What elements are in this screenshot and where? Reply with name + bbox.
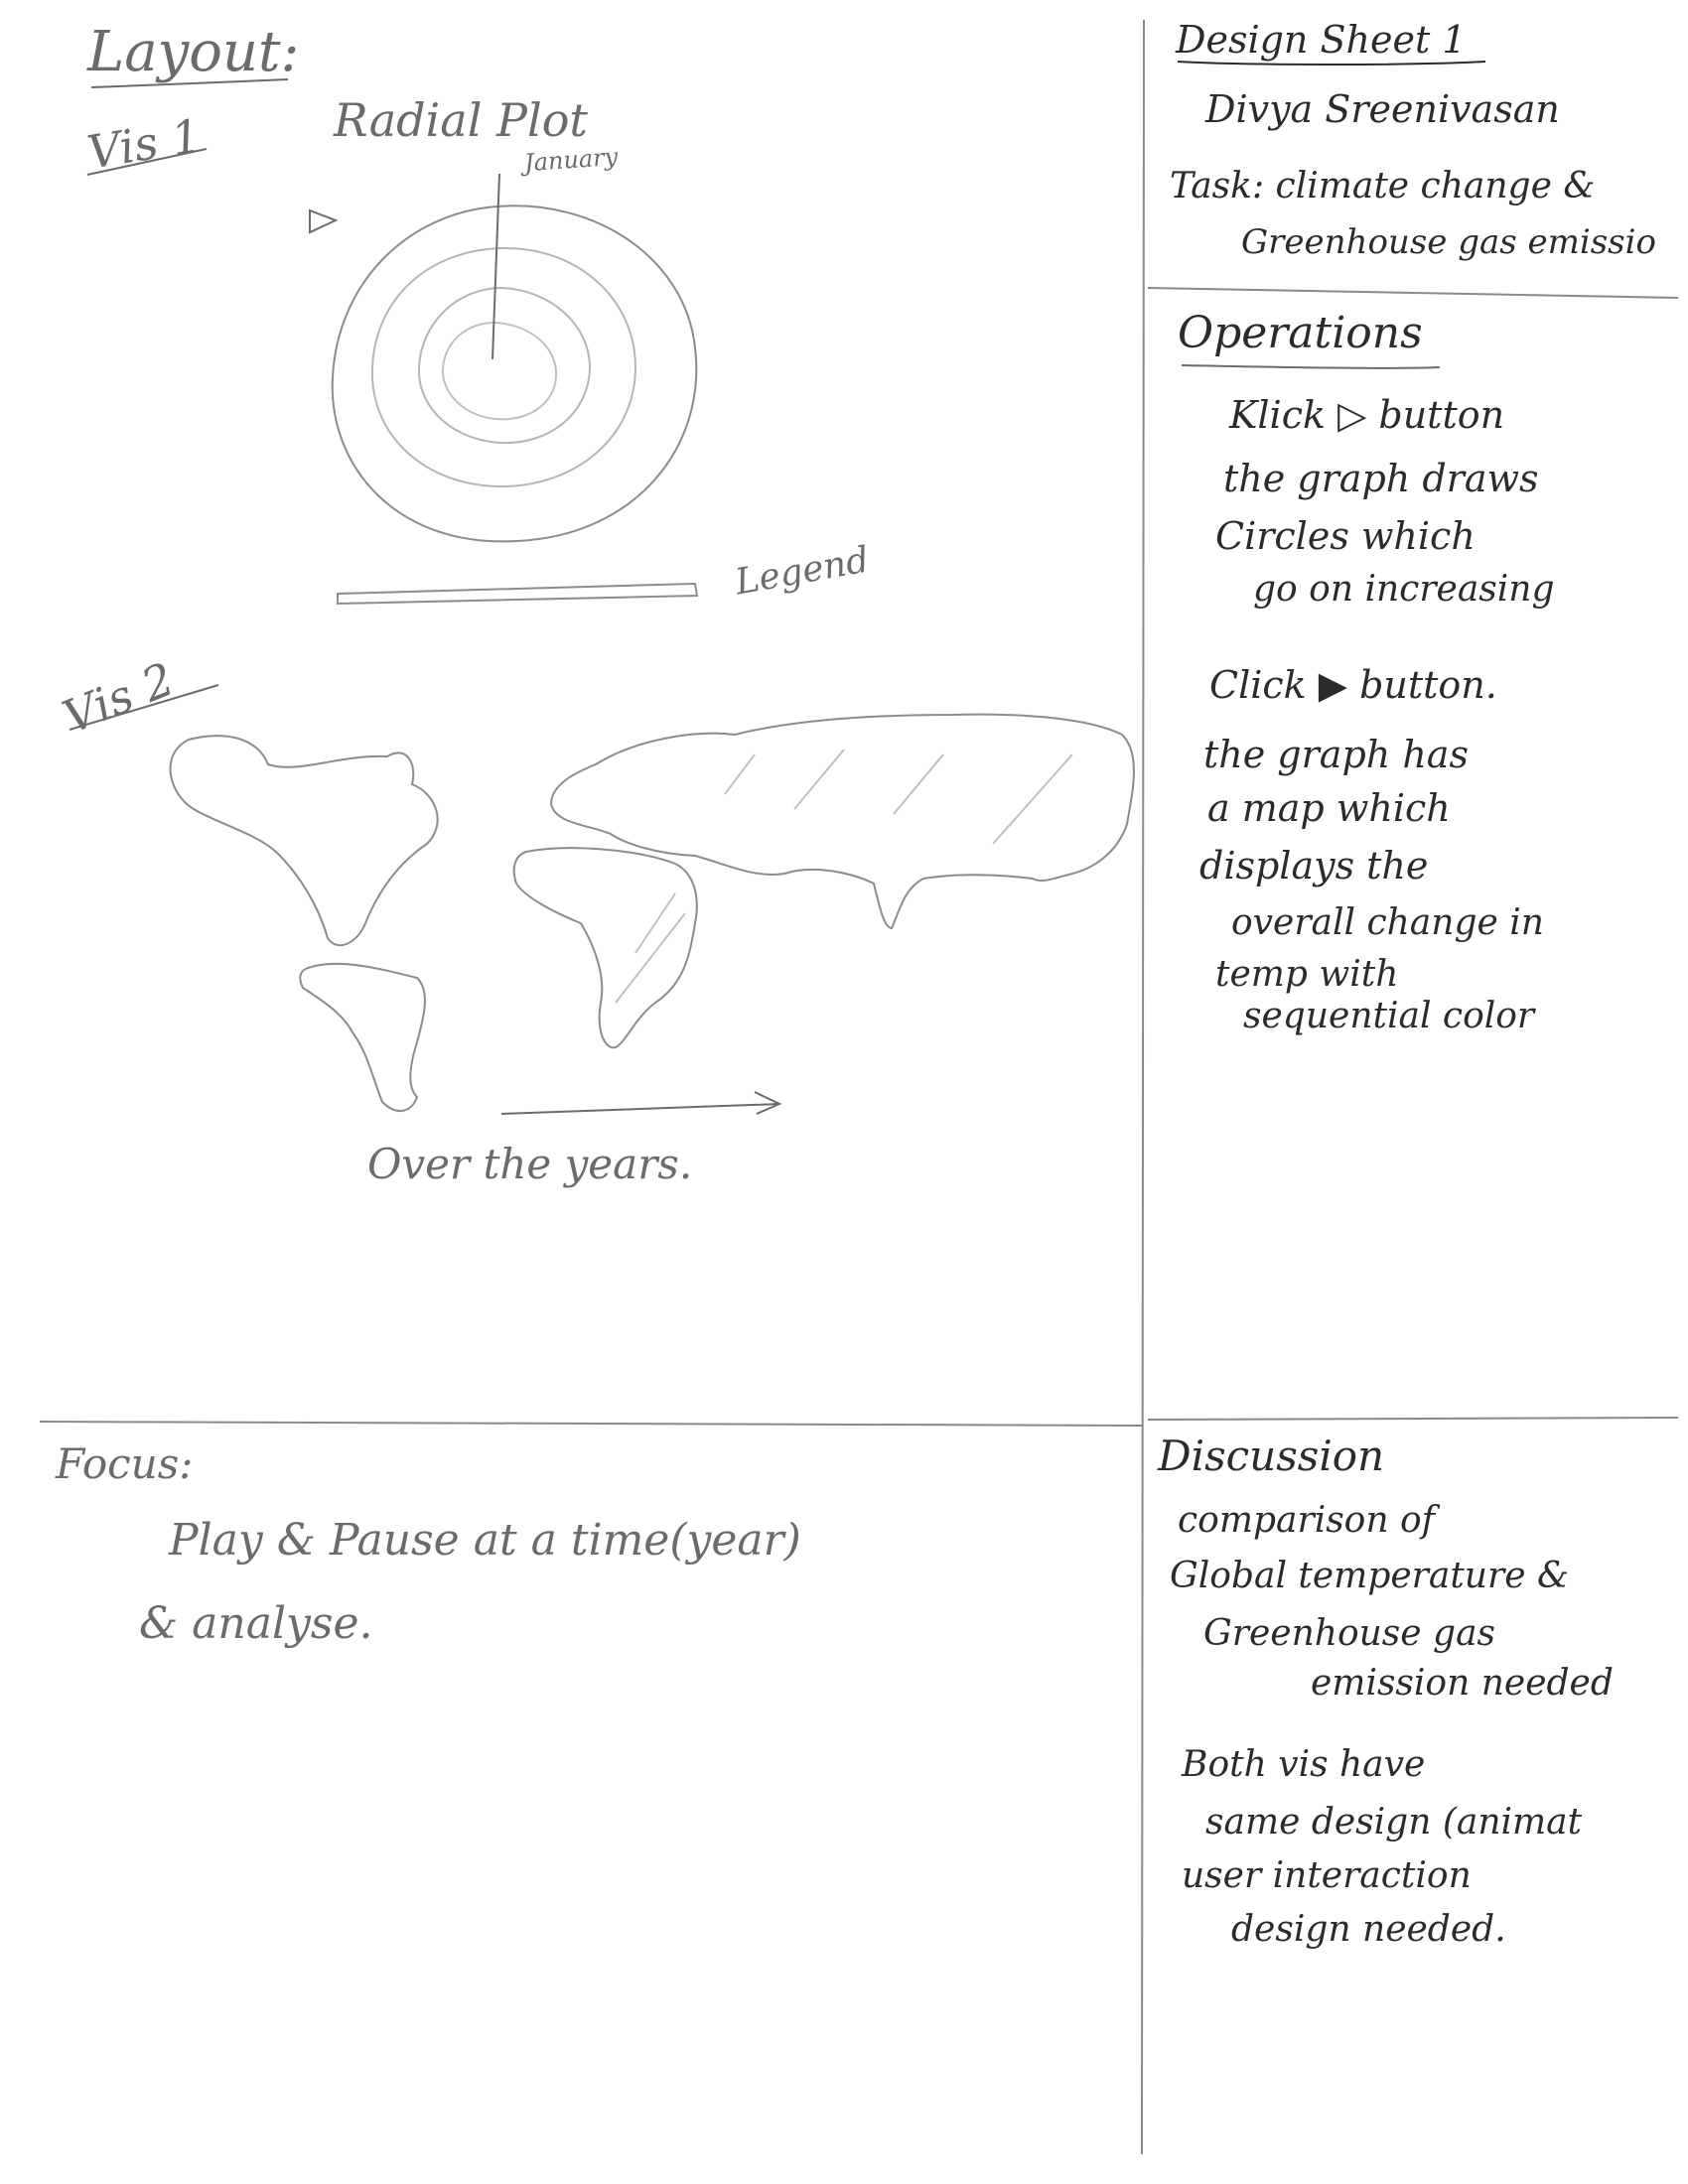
horizontal-divider-right bbox=[1147, 1417, 1679, 1421]
world-map bbox=[169, 713, 1135, 1112]
map-hatching bbox=[615, 912, 686, 1004]
vis2-underline bbox=[69, 684, 219, 731]
radial-ring-outer bbox=[331, 205, 698, 543]
discussion-p1-line-2: Global temperature & bbox=[1170, 1556, 1569, 1596]
discussion-p1-line-3: Greenhouse gas bbox=[1203, 1613, 1496, 1654]
vis1-underline bbox=[86, 148, 208, 176]
sheet-title-underline bbox=[1177, 61, 1486, 66]
vertical-divider bbox=[1141, 19, 1145, 2155]
focus-line-1: Play & Pause at a time(year) bbox=[169, 1515, 801, 1566]
map-south-america bbox=[299, 962, 426, 1112]
map-hatching bbox=[992, 753, 1073, 845]
radial-ring-3 bbox=[417, 286, 592, 445]
map-hatching bbox=[893, 753, 944, 815]
op2-line-2: the graph has bbox=[1203, 733, 1469, 776]
focus-line-2: & analyse. bbox=[139, 1598, 373, 1649]
author-name: Divya Sreenivasan bbox=[1205, 87, 1560, 131]
map-eurasia bbox=[549, 713, 1135, 930]
op2-line-7: sequential color bbox=[1243, 996, 1535, 1036]
play-triangle-icon[interactable] bbox=[309, 208, 339, 234]
focus-heading: Focus: bbox=[56, 1439, 194, 1488]
op1-line-1: Klick ▷ button bbox=[1229, 393, 1505, 437]
radial-ring-2 bbox=[370, 246, 637, 488]
op2-line-4: displays the bbox=[1199, 844, 1429, 887]
op2-line-3: a map which bbox=[1207, 786, 1451, 830]
task-line-1: Task: climate change & bbox=[1170, 166, 1596, 206]
horizontal-divider-left bbox=[39, 1421, 1143, 1427]
layout-underline bbox=[90, 78, 289, 88]
january-pointer bbox=[492, 173, 500, 360]
map-africa bbox=[512, 847, 698, 1049]
right-arrow-icon bbox=[500, 1091, 782, 1115]
header-divider bbox=[1147, 287, 1679, 299]
op2-line-5: overall change in bbox=[1231, 902, 1544, 943]
discussion-p1-line-1: comparison of bbox=[1178, 1500, 1435, 1541]
task-line-2: Greenhouse gas emissio bbox=[1241, 222, 1656, 262]
radial-plot bbox=[331, 173, 698, 543]
discussion-p2-line-1: Both vis have bbox=[1182, 1744, 1426, 1785]
operations-heading: Operations bbox=[1178, 308, 1423, 358]
radial-ring-inner bbox=[441, 321, 558, 421]
op1-line-3: Circles which bbox=[1215, 514, 1476, 558]
legend-bar bbox=[337, 582, 699, 606]
timeline-caption: Over the years. bbox=[367, 1140, 693, 1188]
op1-line-2: the graph draws bbox=[1223, 457, 1539, 500]
layout-heading: Layout: bbox=[87, 20, 300, 84]
discussion-p2-line-4: design needed. bbox=[1231, 1909, 1506, 1950]
map-north-america bbox=[169, 735, 439, 947]
op2-line-1: Click ▶ button. bbox=[1209, 663, 1497, 707]
discussion-p1-line-4: emission needed bbox=[1311, 1663, 1614, 1704]
op1-line-4: go on increasing bbox=[1253, 569, 1555, 610]
discussion-p2-line-3: user interaction bbox=[1182, 1855, 1472, 1896]
map-hatching bbox=[793, 749, 845, 810]
map-hatching bbox=[724, 753, 756, 795]
discussion-p2-line-2: same design (animat bbox=[1205, 1802, 1583, 1843]
sheet-title: Design Sheet 1 bbox=[1176, 18, 1467, 62]
op2-line-6: temp with bbox=[1215, 954, 1399, 995]
operations-underline bbox=[1181, 364, 1441, 369]
discussion-heading: Discussion bbox=[1158, 1432, 1385, 1480]
radial-plot-title: Radial Plot bbox=[334, 93, 588, 147]
map-hatching bbox=[634, 892, 676, 954]
